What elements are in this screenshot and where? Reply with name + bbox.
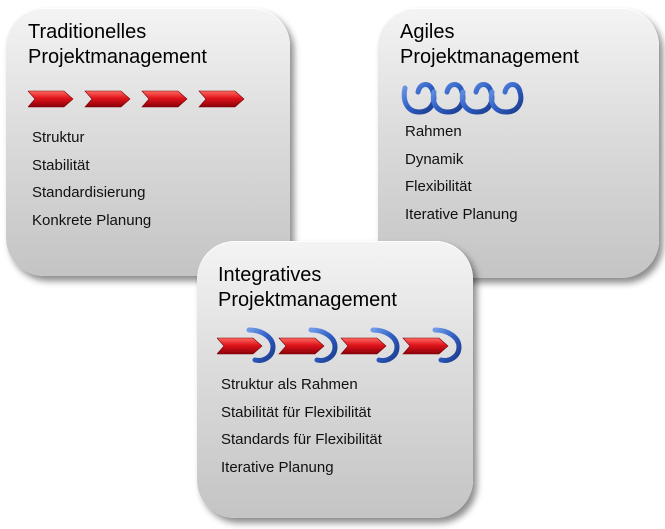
list-item: Iterative Planung (405, 205, 518, 223)
item-list: Struktur Stabilität Standardisierung Kon… (32, 124, 151, 234)
blue-loop-row-icon (401, 82, 524, 115)
list-item: Struktur (32, 129, 85, 146)
red-arrow-chevron-row-icon (28, 90, 245, 108)
list-item: Stabilität für Flexibilität (221, 403, 372, 421)
card-agile: Agiles Projektmanagement Rahmen Dynamik … (378, 8, 659, 278)
list-item: Rahmen (405, 123, 462, 140)
title-line: Projektmanagement (400, 46, 579, 68)
list-item: Iterative Planung (221, 458, 334, 476)
card-title: Traditionelles Projektmanagement (28, 20, 207, 70)
card-title: Agiles Projektmanagement (400, 20, 579, 70)
list-item: Struktur als Rahmen (221, 376, 358, 393)
list-item: Flexibilität (405, 178, 472, 195)
title-line: Integratives (218, 264, 322, 286)
card-title: Integratives Projektmanagement (218, 263, 397, 313)
list-item: Stabilität (32, 156, 90, 174)
list-item: Konkrete Planung (32, 211, 152, 229)
list-item: Dynamik (405, 150, 464, 168)
item-list: Struktur als Rahmen Stabilität für Flexi… (221, 371, 382, 481)
title-line: Projektmanagement (28, 46, 207, 68)
red-arrow-with-blue-loop-row-icon (217, 327, 462, 363)
card-integrative: Integratives Projektmanagement Struktur … (197, 241, 473, 518)
item-list: Rahmen Dynamik Flexibilität Iterative Pl… (405, 118, 518, 228)
title-line: Agiles (400, 21, 455, 43)
list-item: Standardisierung (32, 184, 146, 201)
title-line: Traditionelles (28, 21, 147, 43)
title-line: Projektmanagement (218, 289, 397, 311)
list-item: Standards für Flexibilität (221, 431, 382, 448)
card-traditional: Traditionelles Projektmanagement Struktu… (6, 8, 290, 276)
